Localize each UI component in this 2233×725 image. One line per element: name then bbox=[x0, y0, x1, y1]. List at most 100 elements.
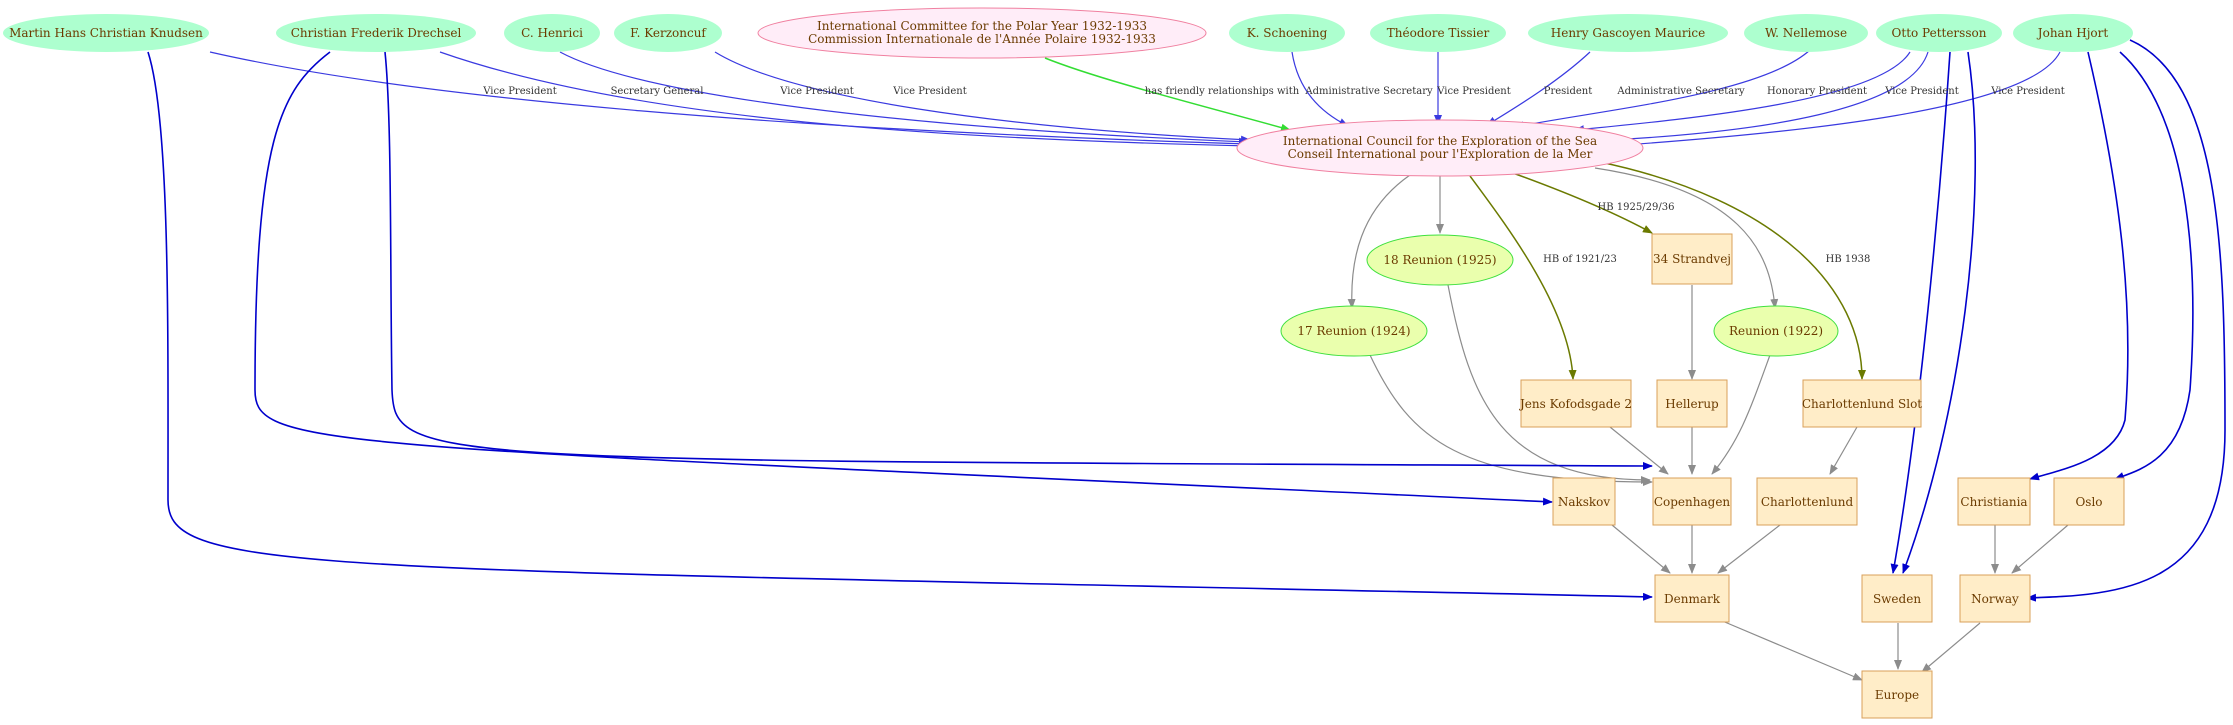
edge-kerzoncuf-ices bbox=[714, 51, 1251, 144]
edge-pettersson-sweden-1 bbox=[1890, 51, 1951, 574]
edge-pettersson-vp-ices bbox=[1609, 51, 1929, 144]
node-sweden[interactable]: Sweden bbox=[1861, 574, 1933, 623]
edge-label-maurice: President bbox=[1544, 86, 1593, 97]
node-charlottenlund[interactable]: Charlottenlund bbox=[1756, 477, 1858, 526]
edge-charlottenlund-denmark bbox=[1717, 524, 1781, 574]
svg-text:Johan Hjort: Johan Hjort bbox=[2036, 26, 2109, 40]
node-tissier[interactable]: Théodore Tissier bbox=[1370, 14, 1506, 52]
edge-labels: Vice President Secretary General Vice Pr… bbox=[482, 86, 2064, 265]
node-hjort[interactable]: Johan Hjort bbox=[2013, 14, 2133, 52]
edge-maurice-ices bbox=[1486, 51, 1591, 126]
edge-label-kofodsgade: HB of 1921/23 bbox=[1543, 254, 1617, 265]
edges bbox=[147, 39, 2226, 681]
node-polar[interactable]: International Committee for the Polar Ye… bbox=[757, 7, 1207, 59]
svg-text:34 Strandvej: 34 Strandvej bbox=[1653, 252, 1731, 266]
edge-norway-europe bbox=[1921, 622, 1981, 673]
node-norway[interactable]: Norway bbox=[1959, 574, 2031, 623]
node-kofodsgade[interactable]: Jens Kofodsgade 2 bbox=[1518, 379, 1632, 428]
edge-label-nellemose: Administrative Secretary bbox=[1616, 86, 1745, 97]
edge-pettersson-sweden-2 bbox=[1902, 51, 1977, 574]
edge-ices-reunion17 bbox=[1347, 174, 1411, 309]
edge-henrici-ices bbox=[559, 51, 1249, 146]
edge-label-tissier: Vice President bbox=[1436, 86, 1510, 97]
node-denmark[interactable]: Denmark bbox=[1654, 574, 1730, 623]
svg-text:Christiania: Christiania bbox=[1960, 495, 2027, 509]
node-henrici[interactable]: C. Henrici bbox=[504, 14, 600, 52]
svg-text:Théodore Tissier: Théodore Tissier bbox=[1387, 26, 1490, 40]
edge-pettersson-honorary-ices bbox=[1574, 51, 1911, 134]
edge-hjort-norway bbox=[2026, 39, 2226, 602]
svg-text:18 Reunion (1925): 18 Reunion (1925) bbox=[1383, 253, 1496, 267]
node-knudsen[interactable]: Martin Hans Christian Knudsen bbox=[3, 14, 209, 52]
svg-text:Sweden: Sweden bbox=[1873, 592, 1921, 606]
svg-text:Henry Gascoyen Maurice: Henry Gascoyen Maurice bbox=[1551, 26, 1705, 40]
node-reunion1922[interactable]: Reunion (1922) bbox=[1713, 305, 1839, 357]
svg-text:F. Kerzoncuf: F. Kerzoncuf bbox=[630, 26, 707, 40]
node-christiania[interactable]: Christiania bbox=[1957, 477, 2031, 526]
edge-label-polar: has friendly relationships with bbox=[1145, 86, 1300, 97]
edge-knudsen-denmark bbox=[147, 51, 1653, 601]
edge-hjort-christiania bbox=[2029, 51, 2129, 481]
svg-text:Nakskov: Nakskov bbox=[1558, 495, 1611, 509]
edge-ices-strandvej bbox=[1509, 171, 1653, 234]
edge-reunion1922-copenhagen bbox=[1711, 354, 1771, 475]
node-kerzoncuf[interactable]: F. Kerzoncuf bbox=[614, 14, 722, 52]
svg-text:Oslo: Oslo bbox=[2075, 495, 2102, 509]
svg-text:Charlottenlund Slot: Charlottenlund Slot bbox=[1802, 397, 1922, 411]
edge-nakskov-denmark bbox=[1611, 524, 1671, 574]
edge-polar-ices bbox=[1044, 57, 1291, 132]
edge-oslo-norway bbox=[2011, 524, 2069, 574]
node-drechsel[interactable]: Christian Frederik Drechsel bbox=[276, 14, 476, 52]
svg-text:Martin Hans Christian Knudsen: Martin Hans Christian Knudsen bbox=[9, 26, 203, 40]
edge-label-strandvej: HB 1925/29/36 bbox=[1598, 202, 1675, 213]
svg-text:Conseil International pour l'E: Conseil International pour l'Exploration… bbox=[1288, 147, 1593, 161]
edge-label-pettersson-vp: Vice President bbox=[1884, 86, 1958, 97]
node-oslo[interactable]: Oslo bbox=[2053, 477, 2125, 526]
node-ices[interactable]: International Council for the Exploratio… bbox=[1236, 119, 1644, 177]
svg-text:International Council for the: International Council for the Exploratio… bbox=[1283, 134, 1597, 148]
svg-text:Christian Frederik Drechsel: Christian Frederik Drechsel bbox=[291, 26, 462, 40]
node-charlottenlund-slot[interactable]: Charlottenlund Slot bbox=[1802, 379, 1922, 428]
svg-text:Norway: Norway bbox=[1971, 592, 2019, 606]
svg-text:International Committee for th: International Committee for the Polar Ye… bbox=[817, 19, 1147, 33]
svg-text:Jens Kofodsgade 2: Jens Kofodsgade 2 bbox=[1518, 397, 1632, 411]
node-reunion17[interactable]: 17 Reunion (1924) bbox=[1280, 305, 1428, 357]
node-nakskov[interactable]: Nakskov bbox=[1552, 477, 1616, 526]
edge-label-pettersson-honorary: Honorary President bbox=[1767, 86, 1867, 97]
node-hellerup[interactable]: Hellerup bbox=[1656, 379, 1728, 428]
edge-label-kerzoncuf: Vice President bbox=[892, 86, 966, 97]
edge-reunion18-copenhagen bbox=[1447, 284, 1651, 484]
node-strandvej[interactable]: 34 Strandvej bbox=[1651, 233, 1733, 285]
node-europe[interactable]: Europe bbox=[1861, 670, 1933, 719]
svg-text:Otto Pettersson: Otto Pettersson bbox=[1892, 26, 1987, 40]
edge-drechsel-copenhagen bbox=[384, 51, 1653, 470]
node-copenhagen[interactable]: Copenhagen bbox=[1652, 477, 1732, 526]
edge-kofodsgade-copenhagen bbox=[1609, 426, 1669, 475]
edge-label-charlottenlund-slot: HB 1938 bbox=[1826, 254, 1871, 265]
edge-hjort-ices bbox=[1624, 51, 2061, 149]
node-reunion18[interactable]: 18 Reunion (1925) bbox=[1366, 234, 1514, 286]
node-schoening[interactable]: K. Schoening bbox=[1229, 14, 1345, 52]
svg-text:Hellerup: Hellerup bbox=[1665, 397, 1719, 411]
edge-denmark-europe bbox=[1719, 619, 1863, 681]
svg-text:Commission Internationale de l: Commission Internationale de l'Année Pol… bbox=[808, 32, 1156, 46]
edge-drechsel-nakskov bbox=[254, 51, 1553, 506]
edge-label-knudsen: Vice President bbox=[482, 86, 556, 97]
edge-label-drechsel: Secretary General bbox=[611, 86, 704, 97]
svg-text:Copenhagen: Copenhagen bbox=[1654, 495, 1731, 509]
edge-charlottenlund-slot-charlottenlund bbox=[1829, 426, 1858, 475]
svg-text:Charlottenlund: Charlottenlund bbox=[1761, 495, 1854, 509]
node-nellemose[interactable]: W. Nellemose bbox=[1744, 14, 1868, 52]
edge-hjort-oslo bbox=[2114, 51, 2194, 480]
svg-text:Reunion (1922): Reunion (1922) bbox=[1729, 324, 1823, 338]
edge-knudsen-ices bbox=[209, 51, 1249, 148]
edge-schoening-ices bbox=[1291, 51, 1349, 127]
node-pettersson[interactable]: Otto Pettersson bbox=[1876, 14, 2002, 52]
svg-text:C. Henrici: C. Henrici bbox=[521, 26, 583, 40]
svg-text:K. Schoening: K. Schoening bbox=[1247, 26, 1328, 40]
edge-ices-reunion1922 bbox=[1594, 167, 1779, 309]
edge-label-henrici: Vice President bbox=[779, 86, 853, 97]
edge-drechsel-ices bbox=[439, 51, 1251, 150]
node-maurice[interactable]: Henry Gascoyen Maurice bbox=[1528, 14, 1728, 52]
